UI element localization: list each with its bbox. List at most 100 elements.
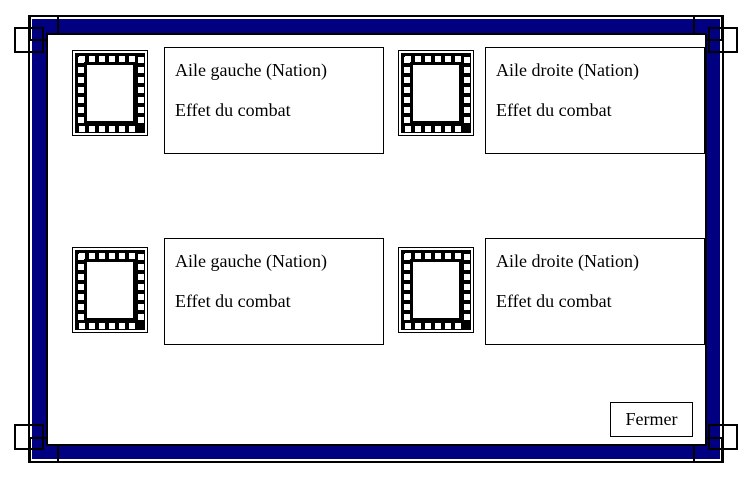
film-perforation	[129, 56, 135, 62]
film-perforation	[78, 57, 84, 63]
film-perforation	[455, 253, 461, 259]
resize-handle-bottom-right-2[interactable]	[708, 424, 738, 450]
film-perforation	[404, 254, 410, 260]
film-perforation	[79, 323, 85, 329]
film-perforation	[138, 264, 144, 270]
film-perforation	[78, 77, 84, 83]
film-perforation	[404, 314, 410, 320]
film-perforation	[445, 56, 451, 62]
entry-panel-3: Aile droite (Nation) Effet du combat	[485, 238, 705, 345]
film-perforation	[445, 253, 451, 259]
close-button[interactable]: Fermer	[610, 402, 693, 437]
film-perforation	[425, 253, 431, 259]
film-perforation	[464, 274, 470, 280]
film-perforation	[79, 126, 85, 132]
film-perforation	[404, 304, 410, 310]
film-perforation	[119, 253, 125, 259]
film-perforation	[425, 56, 431, 62]
image-placeholder-1[interactable]	[398, 50, 474, 136]
film-perforation	[129, 253, 135, 259]
entry-title-1: Aile droite (Nation)	[496, 60, 639, 80]
resize-handle-top-right-2[interactable]	[708, 27, 738, 53]
film-perforation	[138, 77, 144, 83]
film-perforation	[78, 254, 84, 260]
film-perforation	[445, 126, 451, 132]
film-perforation	[109, 323, 115, 329]
film-perforation	[109, 56, 115, 62]
entry-title-0: Aile gauche (Nation)	[175, 60, 327, 80]
film-perforation	[404, 117, 410, 123]
film-perforation	[99, 253, 105, 259]
film-perforation	[404, 97, 410, 103]
film-perforation	[99, 126, 105, 132]
resize-handle-top-left-2[interactable]	[29, 15, 59, 41]
entry-subtitle-2: Effet du combat	[175, 291, 291, 311]
film-perforation	[404, 264, 410, 270]
film-perforation	[138, 294, 144, 300]
film-perforation	[415, 253, 421, 259]
film-perforation	[445, 323, 451, 329]
film-perforation	[464, 77, 470, 83]
film-perforation	[78, 274, 84, 280]
film-perforation	[405, 323, 411, 329]
film-perforation	[129, 126, 135, 132]
film-perforation	[404, 284, 410, 290]
window-border-top	[32, 19, 720, 34]
entry-subtitle-1: Effet du combat	[496, 100, 612, 120]
film-perforation	[119, 56, 125, 62]
image-well-3	[413, 262, 459, 318]
film-strip-icon	[401, 53, 471, 133]
film-perforation	[138, 87, 144, 93]
film-perforation	[78, 87, 84, 93]
film-perforation	[455, 126, 461, 132]
window-border-right	[705, 19, 720, 459]
film-perforation	[89, 323, 95, 329]
film-perforation	[89, 56, 95, 62]
window-border-bottom	[32, 444, 720, 459]
film-perforation	[78, 264, 84, 270]
entry-panel-0: Aile gauche (Nation) Effet du combat	[164, 47, 384, 154]
film-perforation	[464, 264, 470, 270]
film-strip-icon	[75, 250, 145, 330]
film-perforation	[138, 284, 144, 290]
film-perforation	[404, 107, 410, 113]
film-perforation	[435, 323, 441, 329]
film-perforation	[404, 87, 410, 93]
film-perforation	[415, 56, 421, 62]
film-perforation	[415, 126, 421, 132]
film-perforation	[435, 253, 441, 259]
window-border-left	[32, 19, 47, 459]
window-frame-outline	[28, 15, 724, 463]
film-perforation	[405, 126, 411, 132]
film-perforation	[89, 253, 95, 259]
film-perforation	[464, 294, 470, 300]
film-perforation	[464, 107, 470, 113]
film-perforation	[464, 314, 470, 320]
image-placeholder-3[interactable]	[398, 247, 474, 333]
film-perforation	[464, 87, 470, 93]
film-perforation	[78, 117, 84, 123]
film-strip-icon	[401, 250, 471, 330]
film-perforation	[138, 314, 144, 320]
film-perforation	[78, 314, 84, 320]
film-perforation	[138, 304, 144, 310]
film-perforation	[109, 126, 115, 132]
image-well-0	[87, 65, 133, 121]
film-perforation	[435, 56, 441, 62]
entry-panel-1: Aile droite (Nation) Effet du combat	[485, 47, 705, 154]
resize-handle-bottom-left-2[interactable]	[29, 437, 59, 463]
entry-subtitle-3: Effet du combat	[496, 291, 612, 311]
film-perforation	[404, 274, 410, 280]
image-placeholder-0[interactable]	[72, 50, 148, 136]
film-perforation	[138, 117, 144, 123]
film-perforation	[425, 126, 431, 132]
film-perforation	[464, 284, 470, 290]
film-perforation	[78, 294, 84, 300]
film-perforation	[78, 284, 84, 290]
image-well-1	[413, 65, 459, 121]
entry-title-3: Aile droite (Nation)	[496, 251, 639, 271]
film-perforation	[99, 323, 105, 329]
image-placeholder-2[interactable]	[72, 247, 148, 333]
film-perforation	[78, 107, 84, 113]
